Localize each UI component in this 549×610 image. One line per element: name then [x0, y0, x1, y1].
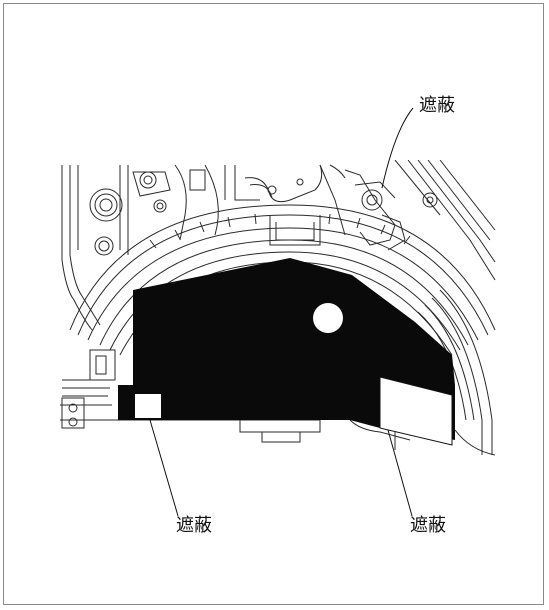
mask-notch-right	[379, 376, 453, 446]
leader-line-top	[381, 107, 414, 189]
leader-line-right	[387, 429, 413, 517]
leader-line-left	[149, 419, 179, 517]
callout-label-bottom-left: 遮蔽	[176, 515, 212, 536]
mask-hole	[313, 303, 343, 333]
masked-area-lower	[118, 385, 455, 440]
callout-label-top: 遮蔽	[419, 95, 455, 116]
callout-label-bottom-right: 遮蔽	[410, 515, 446, 536]
mask-notch-left	[135, 394, 161, 418]
leader-lines	[149, 107, 414, 517]
masked-area	[118, 258, 455, 420]
